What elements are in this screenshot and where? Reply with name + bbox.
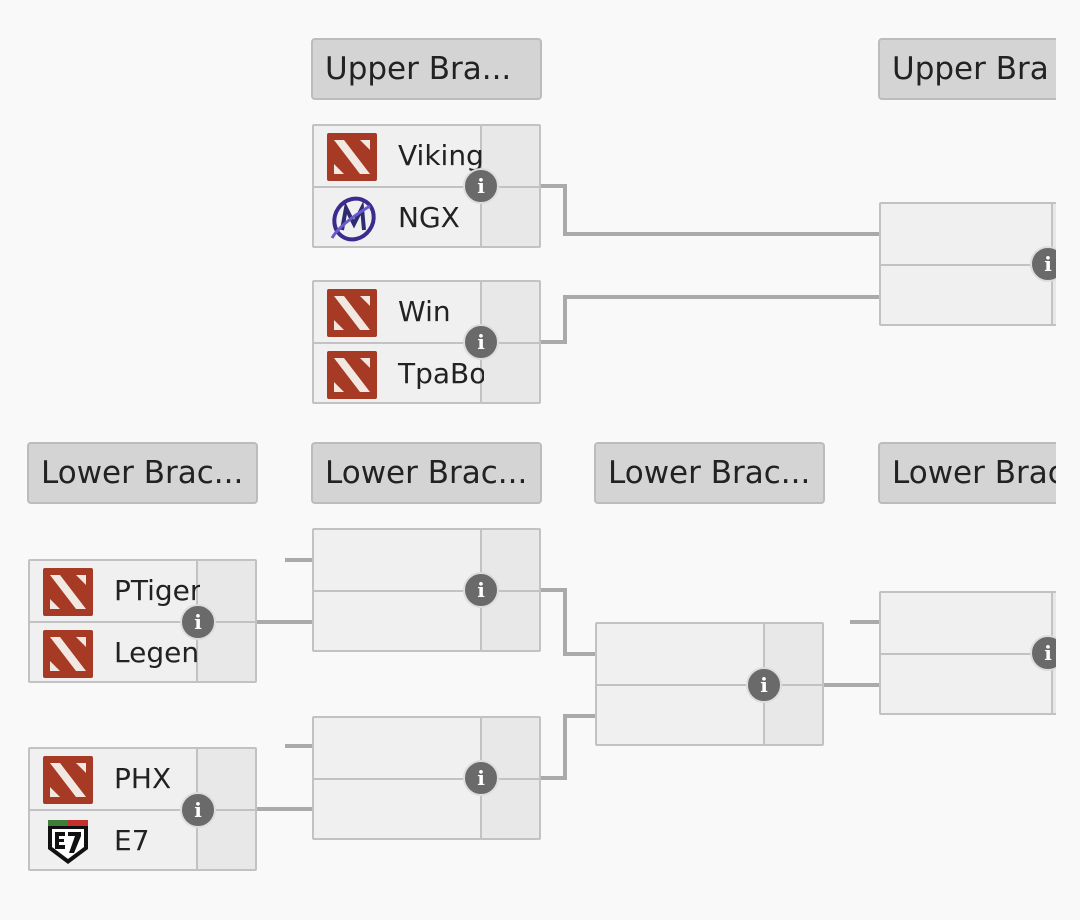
team-row-phx[interactable]: PHX (30, 749, 200, 809)
dota2-logo-icon (327, 289, 377, 337)
divider (881, 264, 1080, 266)
lower-match-1: PTiger Legend (28, 559, 257, 683)
team-row-vikings[interactable]: Vikings (314, 126, 484, 186)
team-row-ptiger[interactable]: PTiger (30, 561, 200, 621)
divider (314, 778, 539, 780)
lower-match-2: PHX E7 (28, 747, 257, 871)
upper-match-2: Win TpaBo (312, 280, 541, 404)
divider (314, 342, 539, 344)
divider (314, 590, 539, 592)
lower-match-5 (595, 622, 824, 746)
lower-bracket-round1-header[interactable]: Lower Brac... (27, 442, 258, 504)
team-row-win[interactable]: Win (314, 282, 484, 342)
divider (597, 684, 822, 686)
info-icon[interactable]: i (463, 572, 499, 608)
lower-bracket-round2-header[interactable]: Lower Brac... (311, 442, 542, 504)
info-icon[interactable]: i (180, 604, 216, 640)
lower-match-4 (312, 716, 541, 840)
team-row-e7[interactable]: E7 (30, 811, 200, 871)
info-icon[interactable]: i (463, 168, 499, 204)
ngx-logo-icon (330, 196, 376, 242)
team-name: TpaBo (398, 357, 484, 390)
dota2-logo-icon (327, 133, 377, 181)
divider (30, 809, 255, 811)
divider (314, 186, 539, 188)
divider (881, 653, 1080, 655)
upper-match-1: Vikings NGX (312, 124, 541, 248)
lower-bracket-round3-header[interactable]: Lower Brac... (594, 442, 825, 504)
team-name: NGX (398, 201, 460, 234)
lower-match-3 (312, 528, 541, 652)
upper-bracket-round2-header[interactable]: Upper Bra (878, 38, 1078, 100)
info-icon[interactable]: i (463, 760, 499, 796)
viewport-edge (1056, 0, 1080, 920)
team-row-legend[interactable]: Legend (30, 623, 200, 683)
e7-logo-icon (48, 820, 88, 864)
divider (30, 621, 255, 623)
dota2-logo-icon (43, 568, 93, 616)
team-name: PHX (114, 762, 172, 795)
team-name: E7 (114, 824, 150, 857)
team-row-ngx[interactable]: NGX (314, 188, 484, 248)
info-icon[interactable]: i (180, 792, 216, 828)
dota2-logo-icon (43, 630, 93, 678)
upper-bracket-round1-header[interactable]: Upper Bra... (311, 38, 542, 100)
dota2-logo-icon (327, 351, 377, 399)
team-name: Legend (114, 636, 200, 669)
team-row-tpabo[interactable]: TpaBo (314, 344, 484, 404)
lower-bracket-round4-header[interactable]: Lower Brac (878, 442, 1078, 504)
dota2-logo-icon (43, 756, 93, 804)
info-icon[interactable]: i (746, 667, 782, 703)
info-icon[interactable]: i (463, 324, 499, 360)
team-name: PTiger (114, 574, 200, 607)
team-name: Vikings (398, 139, 484, 172)
team-name: Win (398, 295, 451, 328)
